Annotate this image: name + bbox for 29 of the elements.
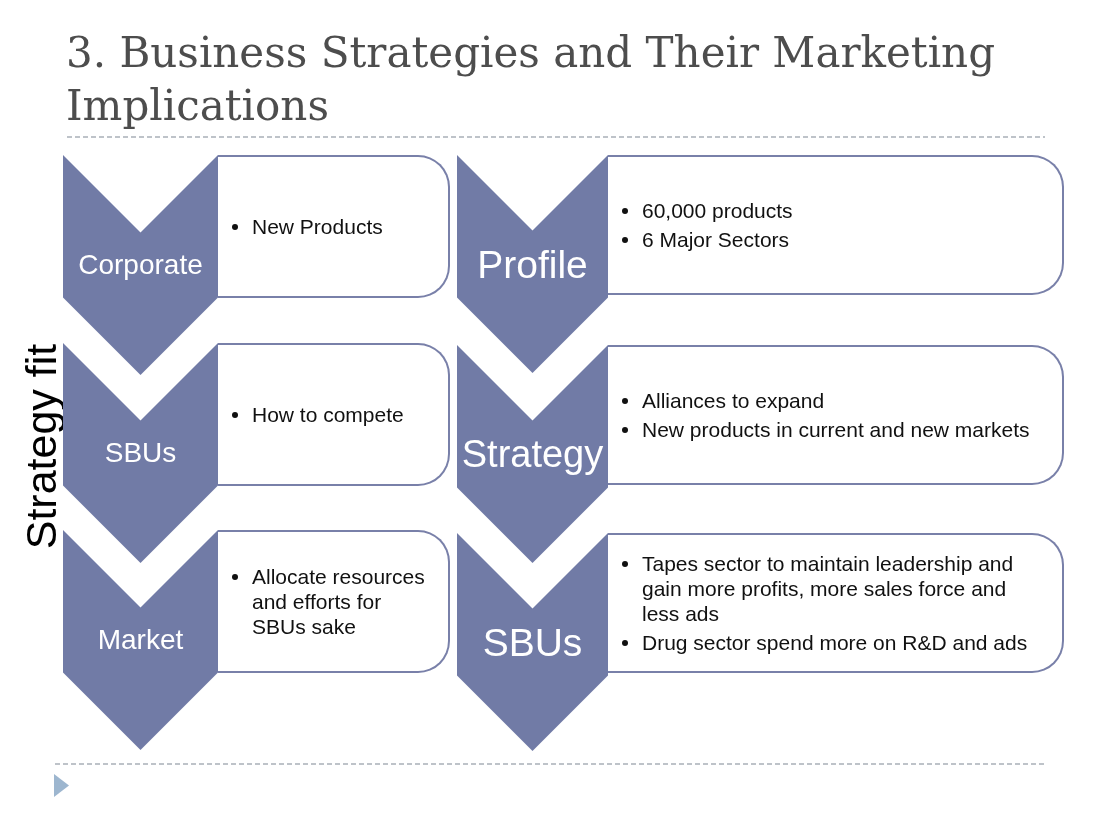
bullet-text: New Products [252,214,383,239]
chevron-label: SBUs [103,437,178,469]
rounded-text-panel [608,533,1064,673]
bullet-text: New products in current and new markets [642,417,1030,442]
rounded-text-panel [608,345,1064,485]
side-label: Strategy fit [17,343,67,549]
chevron-label: Corporate [77,249,204,281]
bullet-text: Drug sector spend more on R&D and ads [642,630,1028,655]
chevron-shape [457,155,608,373]
bullet-text: Alliances to expand [642,388,825,413]
bullet-text: Tapes sector to maintain leadership and gain more profits, more sales force and less ads [642,551,1015,626]
chevron-shape [63,343,218,563]
rounded-text-panel [218,155,450,298]
slide-title: 3. Business Strategies and Their Marketing Implications [66,27,997,132]
chevron-label: Market [96,624,185,656]
chevron-label: Strategy [460,433,605,475]
chevron-shape [63,530,218,750]
chevron-label: Profile [476,242,589,286]
bullet-text: 6 Major Sectors [642,227,790,252]
chevron-shape [457,345,608,563]
rounded-text-panel [218,343,450,486]
bullet-text: Allocate resources and efforts for SBUs sake [252,564,426,639]
bullet-text: How to compete [252,402,404,427]
chevron-shape [457,533,608,751]
bullet-text: 60,000 products [642,198,793,223]
rounded-text-panel [218,530,450,673]
chevron-label: SBUs [481,620,584,664]
chevron-shape [63,155,218,375]
rounded-text-panel [608,155,1064,295]
